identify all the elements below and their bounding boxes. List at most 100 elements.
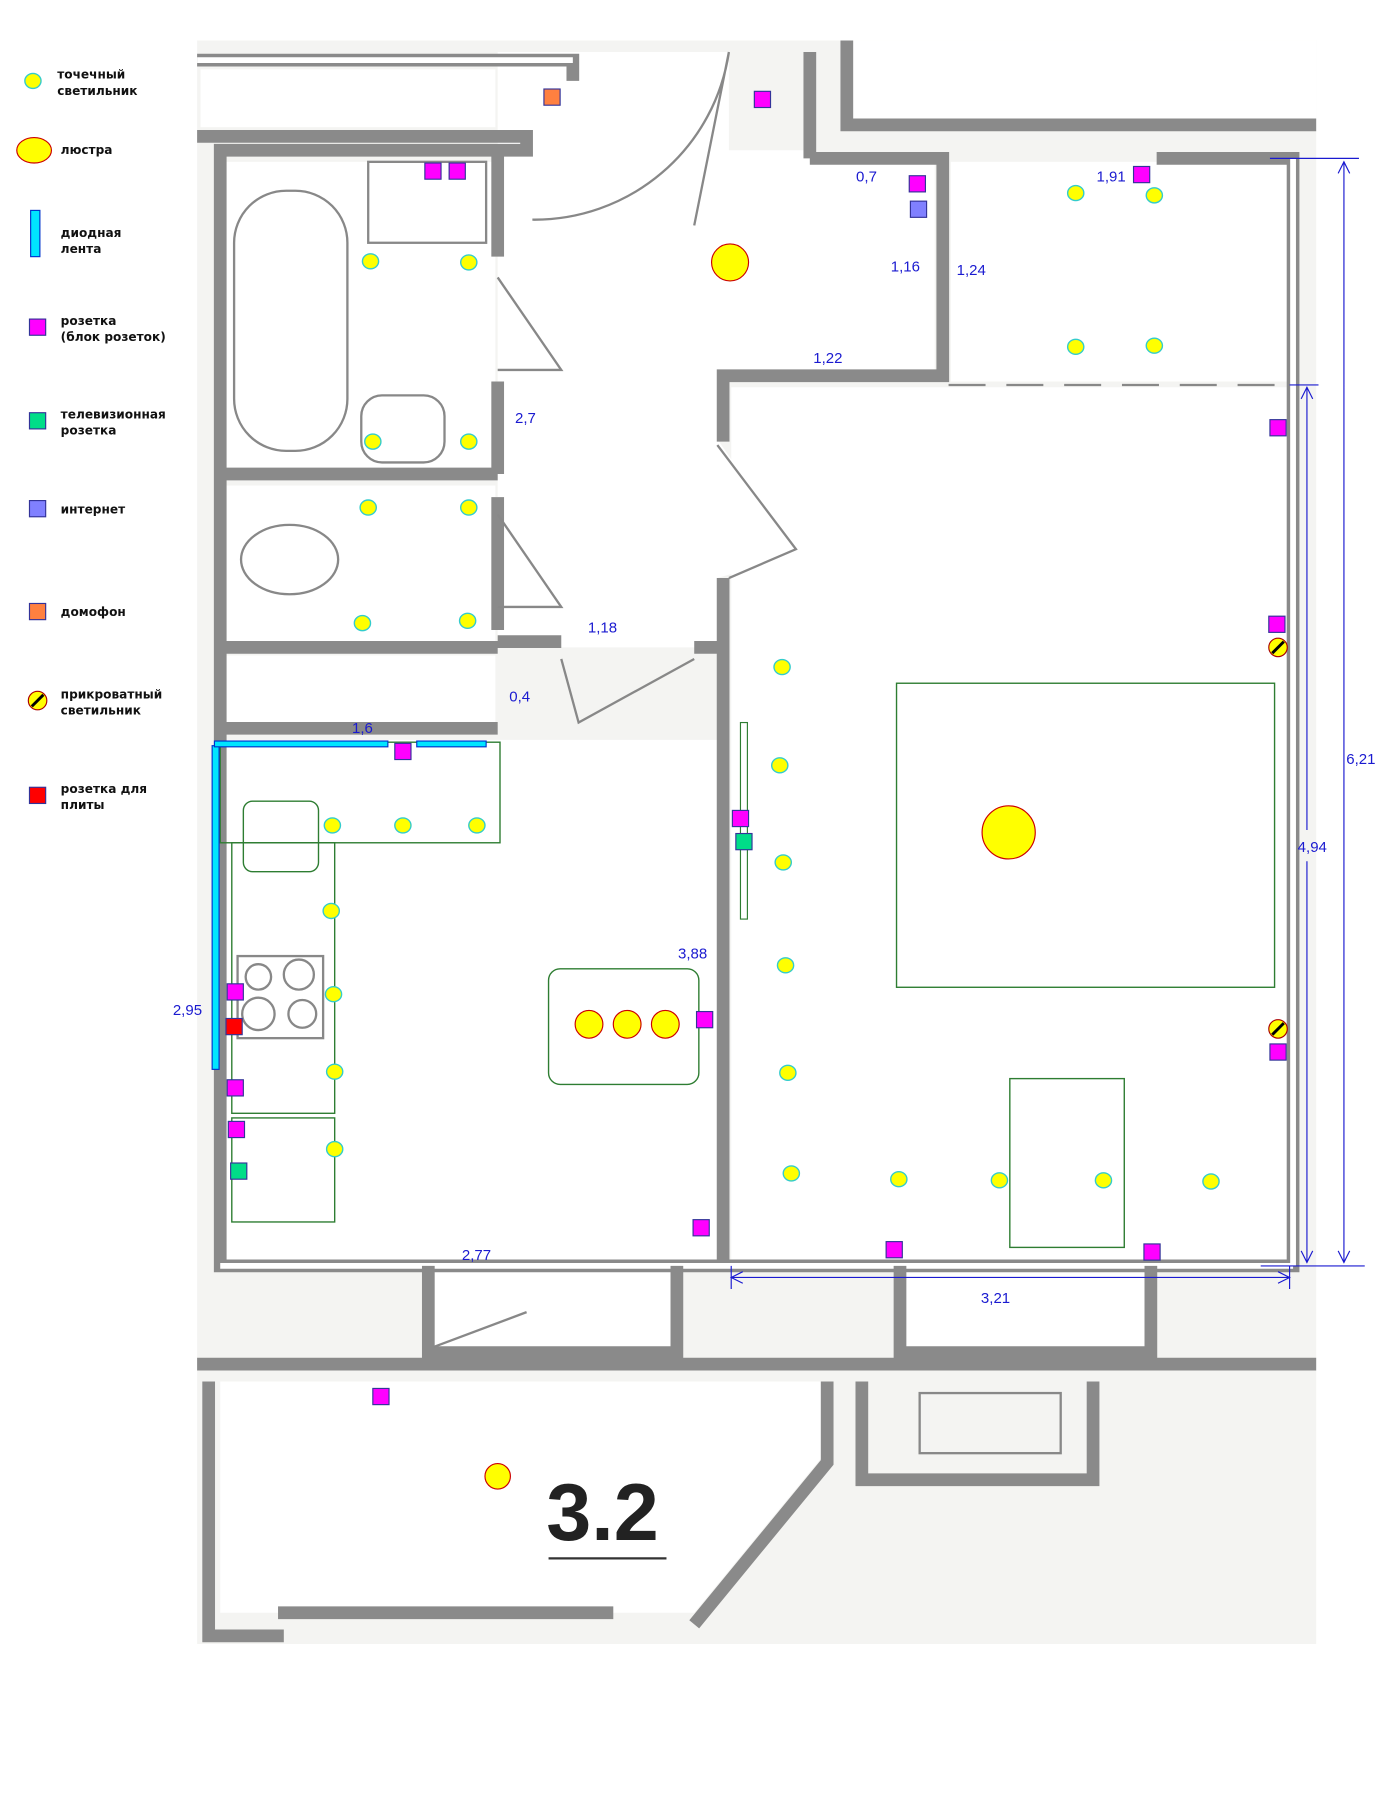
- legend-item-chandelier: люстра: [16, 136, 113, 164]
- spot-light-icon: [1066, 338, 1085, 356]
- walls: [197, 40, 1317, 1643]
- socket-icon: [885, 1241, 903, 1259]
- legend-label: прикроватный: [61, 687, 163, 701]
- apartment-number: 3.2: [546, 1468, 658, 1558]
- legend-item-stove: розетка для плиты: [28, 782, 147, 812]
- stove-socket-icon: [28, 786, 47, 805]
- washbasin-icon: [360, 394, 446, 464]
- legend-label: плиты: [61, 798, 105, 812]
- spot-light-icon: [24, 72, 42, 90]
- dim-label: 1,22: [813, 350, 842, 367]
- spot-light-icon: [322, 902, 340, 920]
- chandelier-icon: [612, 1009, 642, 1039]
- legend-label: розетка для: [61, 782, 147, 796]
- spot-light-icon: [325, 1140, 344, 1158]
- spot-light-icon: [1202, 1173, 1220, 1190]
- washing-machine-icon: [367, 160, 488, 244]
- spot-light-icon: [1066, 184, 1085, 202]
- socket-icon: [753, 90, 772, 109]
- markers: [225, 88, 1288, 1490]
- chandelier-icon: [16, 136, 53, 164]
- legend-label: люстра: [61, 143, 113, 157]
- dim-label: 6,21: [1346, 751, 1375, 768]
- spot-light-icon: [458, 612, 477, 630]
- fixtures: [232, 160, 488, 596]
- legend-item-internet: интернет: [28, 500, 125, 518]
- intercom-icon: [28, 602, 47, 621]
- dim-label: 0,7: [856, 169, 877, 186]
- legend-item-led: диодная лента: [30, 209, 122, 258]
- chandelier-icon: [710, 243, 750, 282]
- legend-item-tv: телевизионная розетка: [28, 407, 166, 438]
- spot-light-icon: [890, 1170, 908, 1188]
- dim-label: 1,18: [588, 619, 617, 636]
- legend-label: интернет: [61, 502, 125, 516]
- chandelier-icon: [981, 805, 1036, 860]
- spot-light-icon: [773, 658, 791, 676]
- spot-light-icon: [990, 1172, 1009, 1189]
- spot-light-icon: [782, 1165, 801, 1182]
- dim-label: 1,91: [1097, 169, 1126, 186]
- spot-light-icon: [394, 817, 412, 834]
- bathtub-icon: [232, 189, 349, 453]
- spot-light-icon: [460, 499, 478, 516]
- spot-light-icon: [779, 1064, 797, 1082]
- led-strip-horizontal: [213, 740, 389, 748]
- spot-light-icon: [361, 253, 380, 270]
- spot-light-icon: [460, 433, 478, 450]
- tv-socket-icon: [28, 412, 47, 430]
- bedside-lamp-icon: [27, 690, 48, 711]
- kitchen-counter-side: [231, 842, 336, 1114]
- spot-light-icon: [460, 254, 478, 271]
- socket-icon: [692, 1219, 710, 1237]
- dimension-lines: [729, 157, 1365, 1290]
- bedside-lamp-icon: [1268, 637, 1288, 658]
- socket-icon: [28, 318, 47, 336]
- dim-label: 2,77: [462, 1247, 491, 1264]
- stove-socket-icon: [225, 1017, 243, 1036]
- spot-light-icon: [325, 1063, 344, 1080]
- tv-socket-icon: [230, 1162, 248, 1180]
- legend-label: телевизионная: [61, 407, 166, 421]
- spot-light-icon: [1145, 337, 1164, 354]
- spot-light-icon: [468, 817, 486, 834]
- desk: [1009, 1077, 1125, 1249]
- socket-icon: [394, 742, 412, 761]
- socket-icon: [424, 162, 442, 180]
- socket-icon: [1132, 165, 1151, 184]
- legend: точечныйсветильниклюстрадиоднаялентарозе…: [16, 68, 166, 812]
- toilet-icon: [239, 523, 340, 596]
- dim-label: 4,94: [1298, 839, 1327, 856]
- legend-label: домофон: [61, 605, 126, 619]
- socket-icon: [372, 1387, 390, 1406]
- dimension-labels: 0,7 1,91 1,16 1,24 1,22 2,7 1,18 0,4 1,6…: [173, 169, 1376, 1307]
- socket-icon: [226, 983, 244, 1001]
- socket-icon: [1269, 419, 1287, 437]
- spot-light-icon: [324, 986, 343, 1003]
- socket-icon: [908, 175, 927, 193]
- chandelier-icon: [574, 1009, 604, 1039]
- dim-label: 2,7: [515, 410, 536, 427]
- internet-socket-icon: [909, 200, 928, 218]
- legend-label: диодная: [61, 226, 122, 240]
- internet-socket-icon: [28, 500, 47, 518]
- spot-light-icon: [364, 433, 382, 450]
- socket-icon: [1143, 1243, 1161, 1261]
- led-strip-vertical: [211, 745, 220, 1070]
- legend-label: лента: [61, 242, 102, 256]
- socket-icon: [227, 1120, 246, 1139]
- socket-icon: [1268, 615, 1286, 633]
- spot-light-icon: [359, 499, 377, 516]
- legend-label: розетка: [61, 424, 117, 438]
- spot-light-icon: [774, 854, 793, 871]
- bed: [895, 682, 1276, 988]
- led-strip-horizontal: [416, 740, 487, 748]
- dim-label: 1,6: [352, 720, 373, 737]
- legend-item-socket: розетка (блок розеток): [28, 314, 166, 344]
- legend-label: светильник: [57, 84, 138, 98]
- led-strips: [211, 740, 487, 1070]
- legend-label: розетка: [61, 314, 117, 328]
- socket-icon: [695, 1010, 714, 1029]
